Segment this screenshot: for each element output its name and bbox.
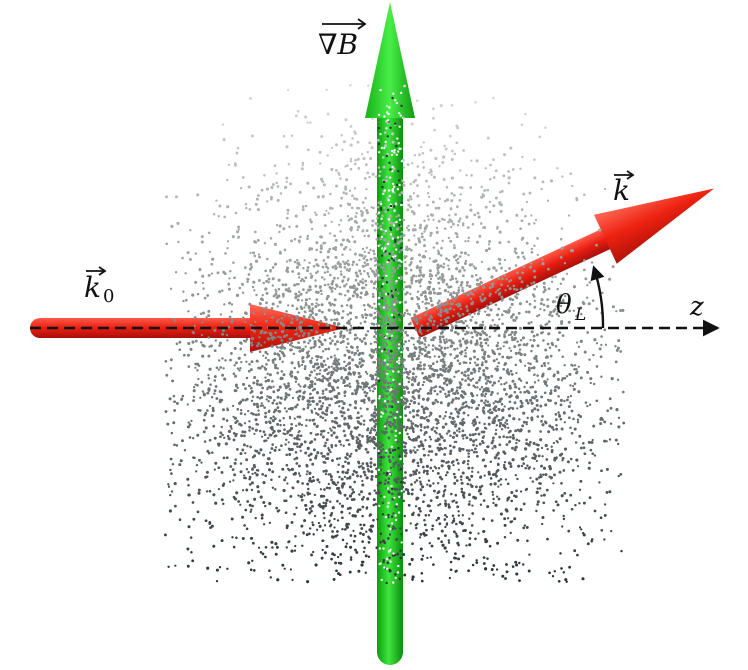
k-label: k bbox=[613, 170, 635, 207]
gradient-b-arrow bbox=[365, 2, 415, 665]
theta-l-label: θ L bbox=[556, 290, 586, 325]
z-label: z bbox=[689, 292, 704, 322]
theta-angle-arc bbox=[590, 265, 605, 329]
k-beam-arrow bbox=[411, 188, 715, 337]
atom-cloud bbox=[163, 83, 626, 585]
k0-label: k 0 bbox=[84, 266, 114, 307]
grad-b-label: ∇B bbox=[318, 18, 367, 61]
